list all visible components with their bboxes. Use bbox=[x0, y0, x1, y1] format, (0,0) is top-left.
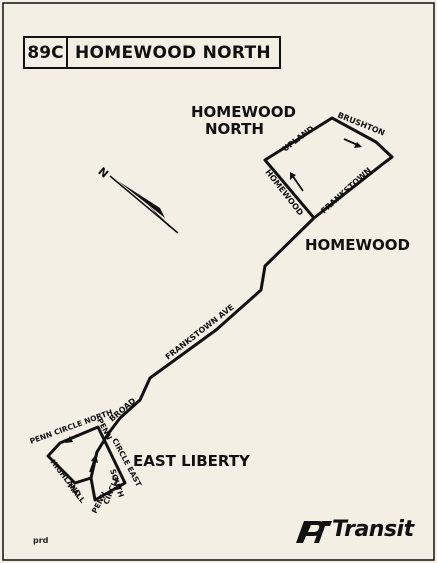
route-name: HOMEWOOD NORTH bbox=[75, 42, 271, 63]
north-label: N bbox=[95, 165, 110, 181]
street-label-highland-mall-b: MALL bbox=[65, 482, 87, 505]
direction-arrow-brushton bbox=[343, 138, 362, 148]
route-loop-homewood-north bbox=[263, 116, 394, 220]
place-homewood-north-line2: NORTH bbox=[205, 120, 264, 138]
street-label-frankstown-ave: FRANKSTOWN AVE bbox=[164, 303, 236, 362]
direction-arrow-homewood bbox=[290, 172, 304, 192]
route-line-frankstown bbox=[46, 216, 316, 502]
north-arrow-icon: N bbox=[95, 165, 179, 234]
route-header: 89C HOMEWOOD NORTH bbox=[23, 36, 281, 69]
place-homewood-north-line1: HOMEWOOD bbox=[191, 103, 296, 121]
place-homewood: HOMEWOOD bbox=[305, 236, 410, 254]
street-label-broad: BROAD bbox=[108, 396, 138, 423]
street-label-homewood: HOMEWOOD bbox=[263, 168, 305, 218]
route-number: 89C bbox=[25, 38, 68, 67]
direction-arrow-penn-circle-south bbox=[89, 454, 98, 473]
brand-name: Transit bbox=[332, 517, 414, 542]
direction-arrow-penn-circle-north bbox=[65, 434, 78, 443]
street-label-frankstown-upper: FRANKSTOWN bbox=[319, 166, 373, 216]
brand-logo: Transit bbox=[292, 517, 426, 547]
credit: prd bbox=[33, 536, 49, 545]
street-label-upland: UPLAND bbox=[281, 124, 316, 154]
pat-logo-icon bbox=[296, 521, 332, 543]
place-east-liberty: EAST LIBERTY bbox=[133, 452, 250, 470]
